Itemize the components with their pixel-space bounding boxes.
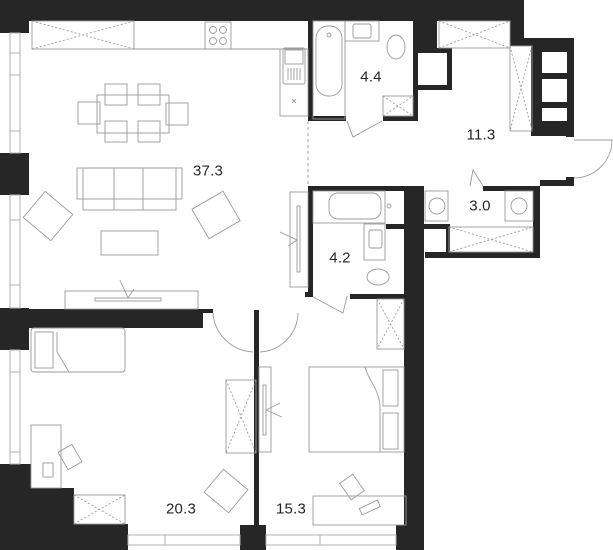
walls [0, 0, 574, 550]
room-area-hallway: 11.3 [466, 126, 496, 144]
room-area-laundry: 3.0 [469, 197, 491, 215]
room-area-bedroom-1: 20.3 [166, 500, 196, 518]
furniture [22, 20, 613, 526]
windows [9, 32, 397, 546]
room-area-bathroom-2: 4.2 [329, 249, 351, 267]
room-area-living-kitchen: 37.3 [193, 162, 223, 180]
room-area-bathroom-1: 4.4 [360, 68, 382, 86]
room-area-bedroom-2: 15.3 [276, 500, 306, 518]
